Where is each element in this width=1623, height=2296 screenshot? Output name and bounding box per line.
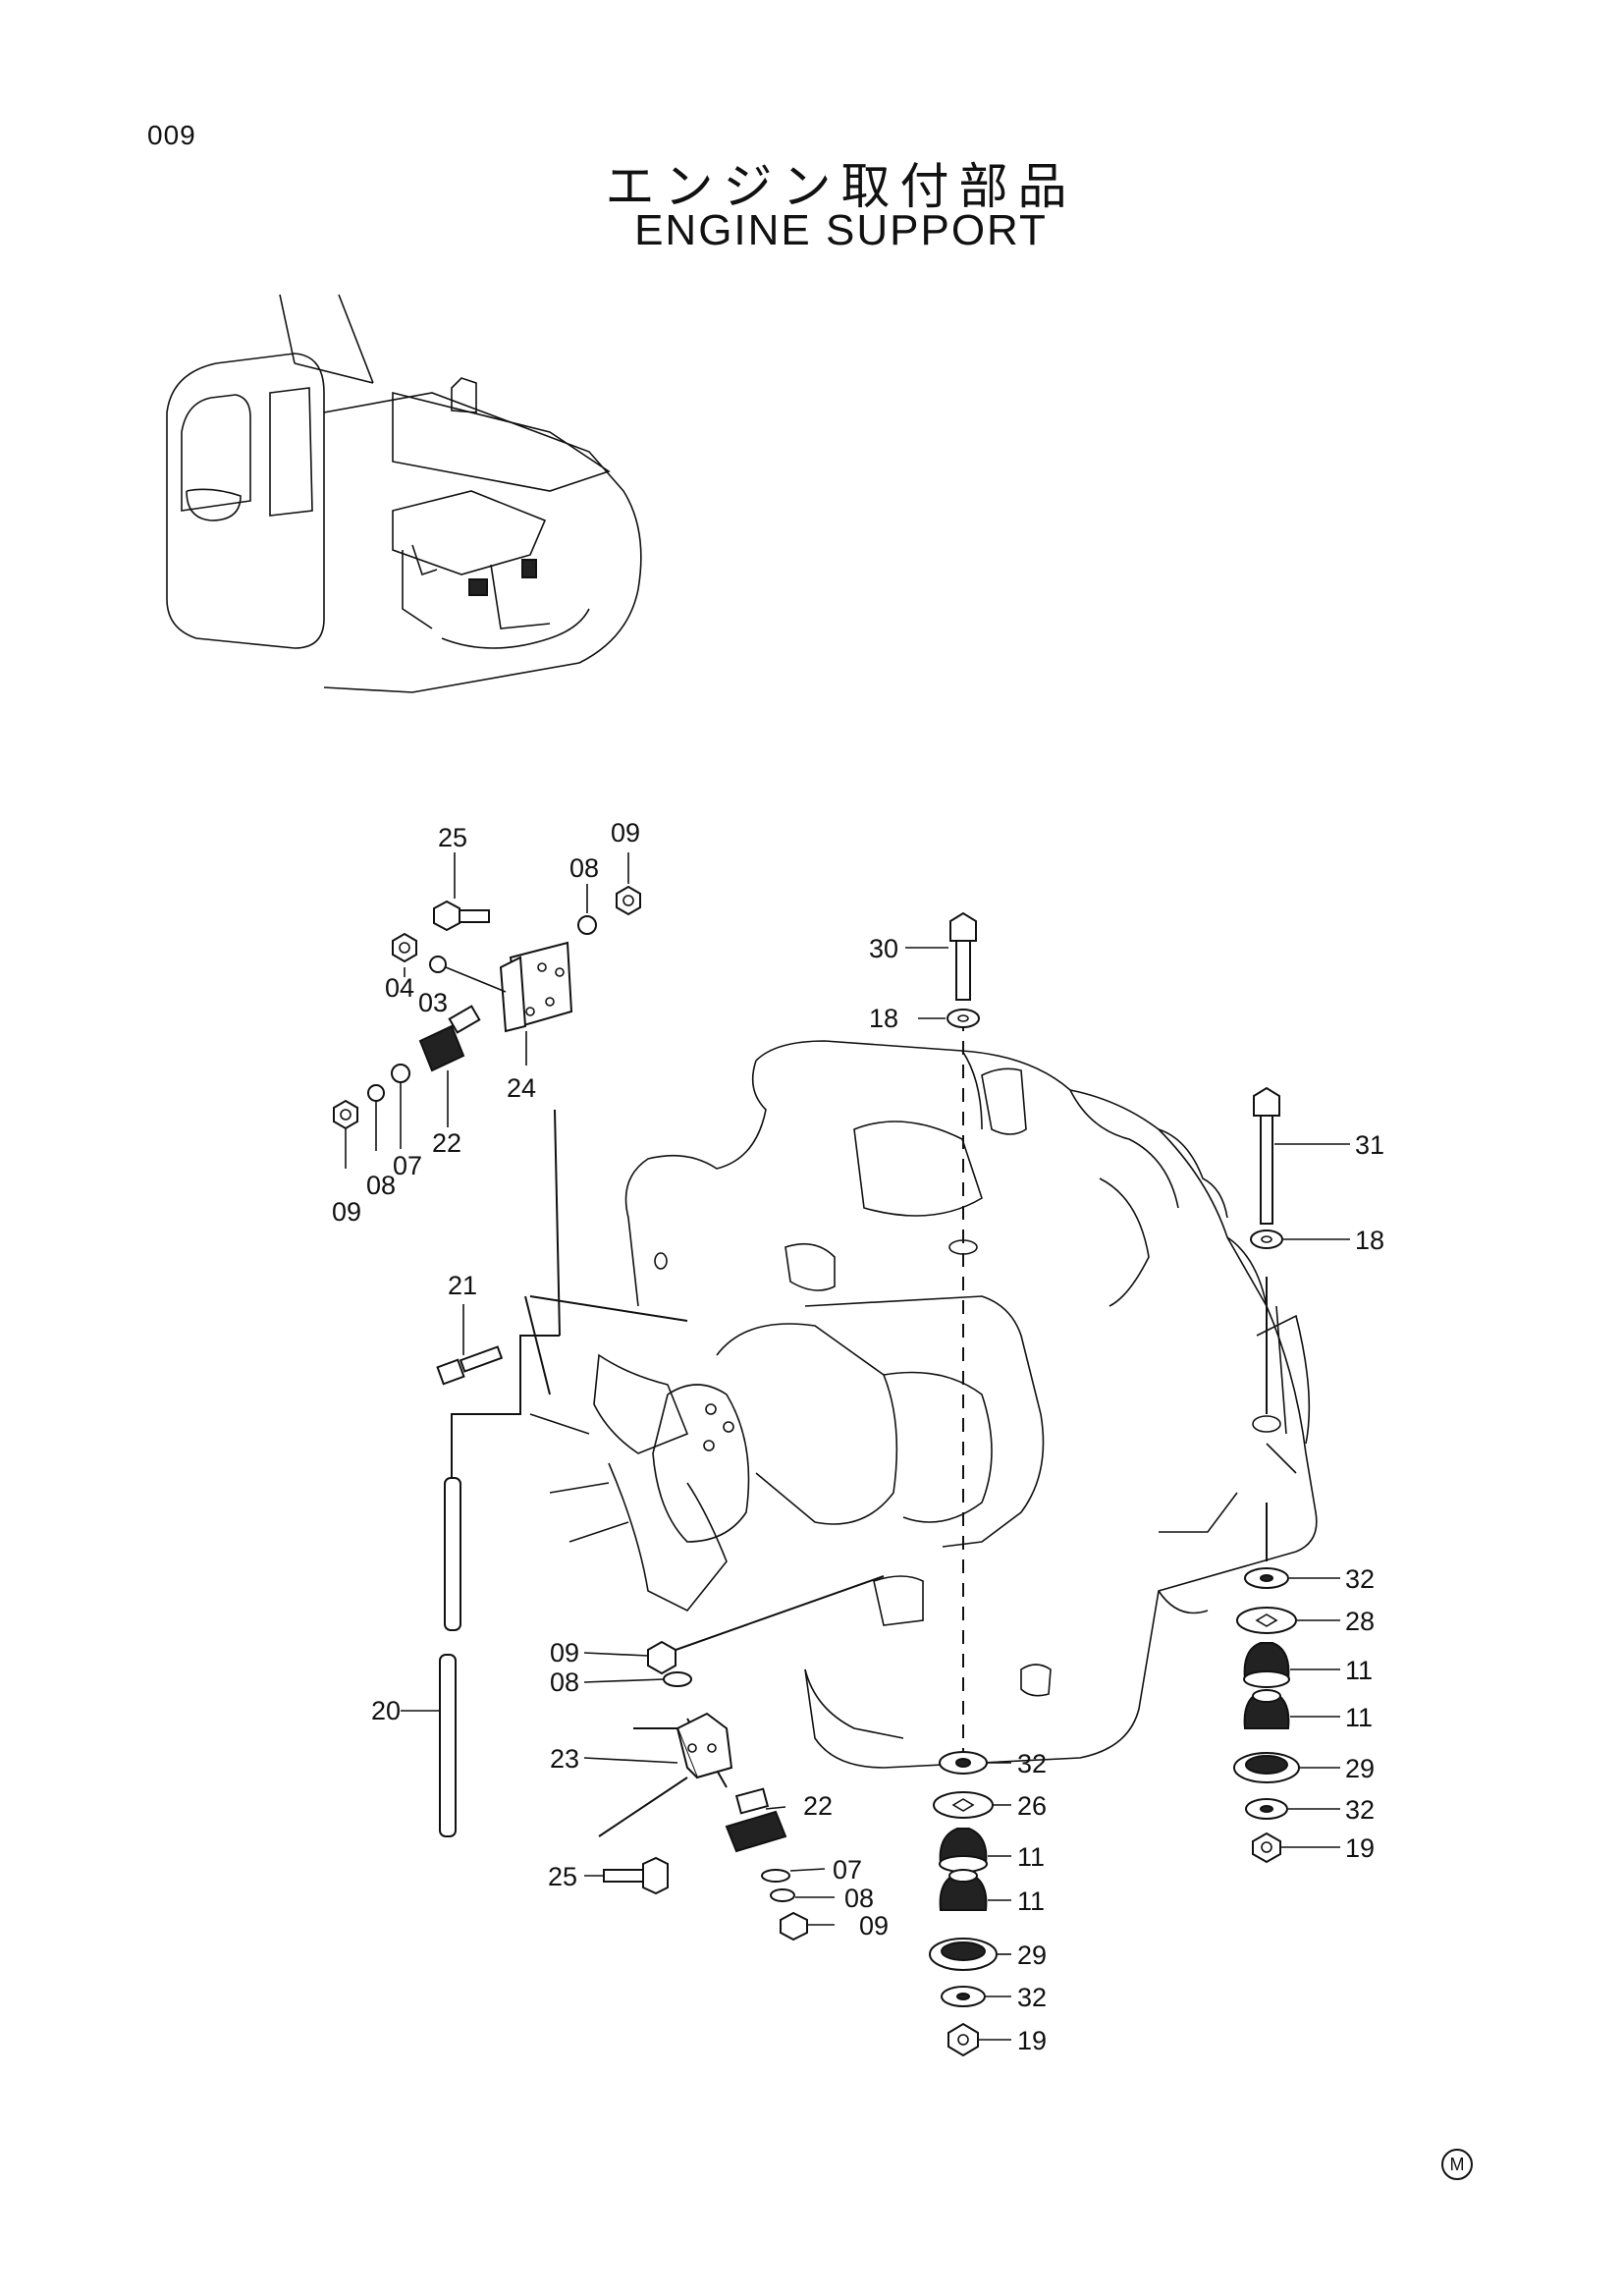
washer-07-upper [391, 1064, 410, 1083]
callout-32: 32 [1345, 1795, 1375, 1825]
manufacturer-mark: M [1441, 2149, 1473, 2180]
callout-08: 08 [569, 853, 599, 883]
washer-32-rear-a [1244, 1567, 1289, 1589]
washer-32-front-a [939, 1751, 988, 1775]
callout-04: 04 [385, 973, 414, 1003]
washer-03 [429, 956, 447, 973]
rubber-11-front-b [939, 1869, 988, 1911]
washer-08-lower2 [770, 1888, 795, 1902]
callout-11: 11 [1345, 1703, 1373, 1732]
nut-19-front [947, 2022, 979, 2057]
callout-18: 18 [1355, 1226, 1384, 1255]
callout-11: 11 [1345, 1656, 1373, 1685]
washer-08-lower [663, 1671, 692, 1687]
nut-09-lower [647, 1640, 676, 1675]
callout-22: 22 [432, 1128, 461, 1158]
bolt-31 [1253, 1086, 1280, 1225]
washer-08-upper [577, 915, 597, 935]
callout-25: 25 [548, 1862, 577, 1891]
callout-32: 32 [1017, 1983, 1047, 2012]
callout-29: 29 [1345, 1754, 1375, 1783]
callout-32: 32 [1017, 1749, 1047, 1778]
engine-block [529, 1040, 1318, 1769]
title-japanese: エンジン取付部品 [605, 158, 1077, 215]
nut-09-lower2 [780, 1911, 808, 1941]
callout-21: 21 [448, 1271, 477, 1300]
bolt-30 [949, 911, 977, 1001]
rubber-11-rear-a [1243, 1642, 1290, 1688]
excavator-overview-sketch [166, 294, 642, 693]
callout-07: 07 [833, 1855, 862, 1885]
cup-29-rear [1233, 1752, 1300, 1783]
callout-03: 03 [418, 988, 448, 1017]
callout-23: 23 [550, 1744, 579, 1774]
callout-leaders [345, 852, 1350, 2041]
callout-26: 26 [1017, 1791, 1047, 1821]
washer-08-upper2 [367, 1084, 385, 1102]
callout-20: 20 [371, 1696, 401, 1725]
callout-29: 29 [1017, 1941, 1047, 1970]
washer-18-rear [1250, 1230, 1283, 1249]
callout-19: 19 [1017, 2026, 1047, 2055]
callout-09: 09 [611, 818, 640, 847]
nut-09-upper2 [333, 1099, 358, 1130]
insulator-22-lower [725, 1787, 787, 1853]
callout-25: 25 [438, 823, 467, 852]
rod-20 [439, 1477, 461, 1837]
leader-lines [451, 966, 1268, 1837]
washer-32-rear-b [1245, 1798, 1288, 1820]
page-number: 009 [147, 120, 196, 150]
rubber-11-rear-b [1243, 1689, 1290, 1729]
callout-19: 19 [1345, 1833, 1375, 1863]
callout-08: 08 [550, 1667, 579, 1697]
nut-04 [392, 932, 417, 963]
callout-09: 09 [859, 1911, 889, 1941]
callout-07: 07 [393, 1151, 422, 1180]
bolt-25-lower [603, 1856, 669, 1895]
plate-28 [1236, 1607, 1297, 1634]
nut-09-upper [616, 885, 641, 916]
callout-11: 11 [1017, 1886, 1045, 1916]
title-english: ENGINE SUPPORT [634, 206, 1048, 254]
callout-30: 30 [869, 934, 898, 963]
part-symbols [333, 885, 1300, 2057]
plate-26 [933, 1791, 994, 1819]
callout-22: 22 [803, 1791, 833, 1821]
washer-32-front-b [941, 1986, 986, 2007]
bracket-23 [676, 1712, 733, 1779]
washer-07-lower [761, 1869, 790, 1883]
callout-08: 08 [844, 1884, 874, 1913]
callout-11: 11 [1017, 1842, 1045, 1872]
callout-32: 32 [1345, 1564, 1375, 1594]
callout-labels: 25 09 08 04 03 24 22 07 08 09 21 20 09 0… [332, 818, 1384, 2055]
nut-19-rear [1252, 1831, 1281, 1864]
callout-28: 28 [1345, 1607, 1375, 1636]
bolt-25-upper [433, 900, 490, 932]
callout-08: 08 [366, 1171, 396, 1200]
cup-29-front [929, 1938, 998, 1971]
insulator-22-upper [418, 1005, 481, 1072]
callout-24: 24 [507, 1073, 536, 1103]
rubber-11-front-a [939, 1828, 988, 1873]
callout-09: 09 [332, 1197, 361, 1227]
bracket-24 [499, 941, 573, 1033]
callout-31: 31 [1355, 1130, 1384, 1160]
washer-18-front [947, 1009, 980, 1028]
callout-09: 09 [550, 1638, 579, 1667]
callout-18: 18 [869, 1004, 898, 1033]
screw-21 [436, 1345, 504, 1386]
